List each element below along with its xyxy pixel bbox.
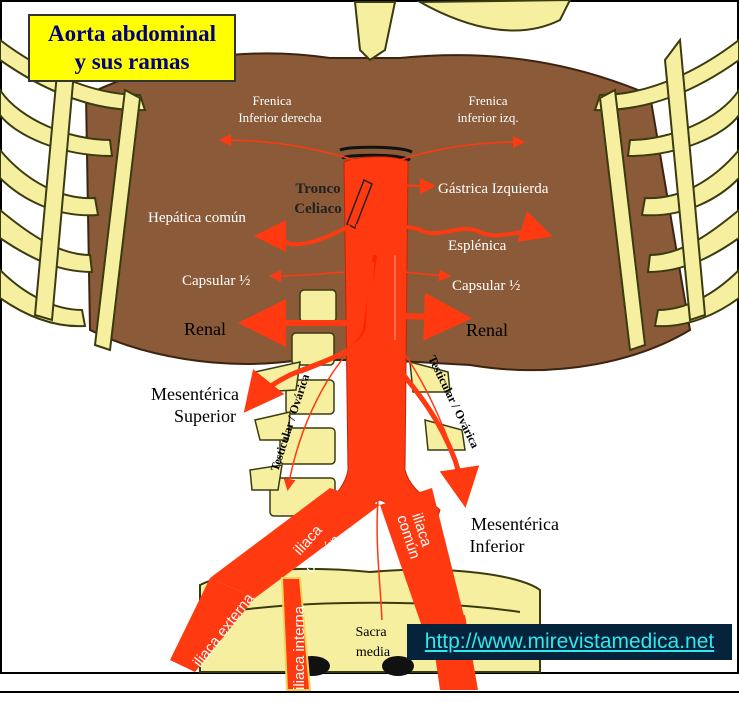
label-frenica-der-2: Inferior derecha xyxy=(238,110,322,125)
title-box: Aorta abdominal y sus ramas xyxy=(28,14,236,82)
title-line-2: y sus ramas xyxy=(30,48,234,76)
label-sacra-1: Sacra xyxy=(355,625,387,640)
label-frenica-der-1: Frenica xyxy=(253,93,292,108)
title-line-1: Aorta abdominal xyxy=(30,20,234,48)
label-mes-inf-2: Inferior xyxy=(470,536,525,556)
label-renal-izq: Renal xyxy=(466,320,508,340)
label-frenica-izq-2: inferior izq. xyxy=(457,110,518,125)
label-mes-sup-1: Mesentérica xyxy=(151,384,239,404)
label-capsular-izq: Capsular ½ xyxy=(452,278,520,294)
source-url-link[interactable]: http://www.mirevistamedica.net xyxy=(407,624,732,660)
renal-left-arrow xyxy=(405,316,460,318)
label-mes-sup-2: Superior xyxy=(174,406,236,426)
label-tronco-1: Tronco xyxy=(295,181,340,197)
label-iliaca-interna: iliaca interna xyxy=(291,605,308,690)
label-gastrica: Gástrica Izquierda xyxy=(438,181,549,197)
label-hepatica: Hepática común xyxy=(148,210,246,226)
label-frenica-izq-1: Frenica xyxy=(469,93,508,108)
label-sacra-2: media xyxy=(356,645,391,660)
label-renal-der: Renal xyxy=(184,319,226,339)
label-esplenica: Esplénica xyxy=(448,238,507,254)
label-mes-inf-1: Mesentérica xyxy=(471,514,559,534)
label-capsular-der: Capsular ½ xyxy=(182,273,250,289)
gastric-arrow xyxy=(395,185,432,186)
label-tronco-2: Celiaco xyxy=(294,201,341,217)
